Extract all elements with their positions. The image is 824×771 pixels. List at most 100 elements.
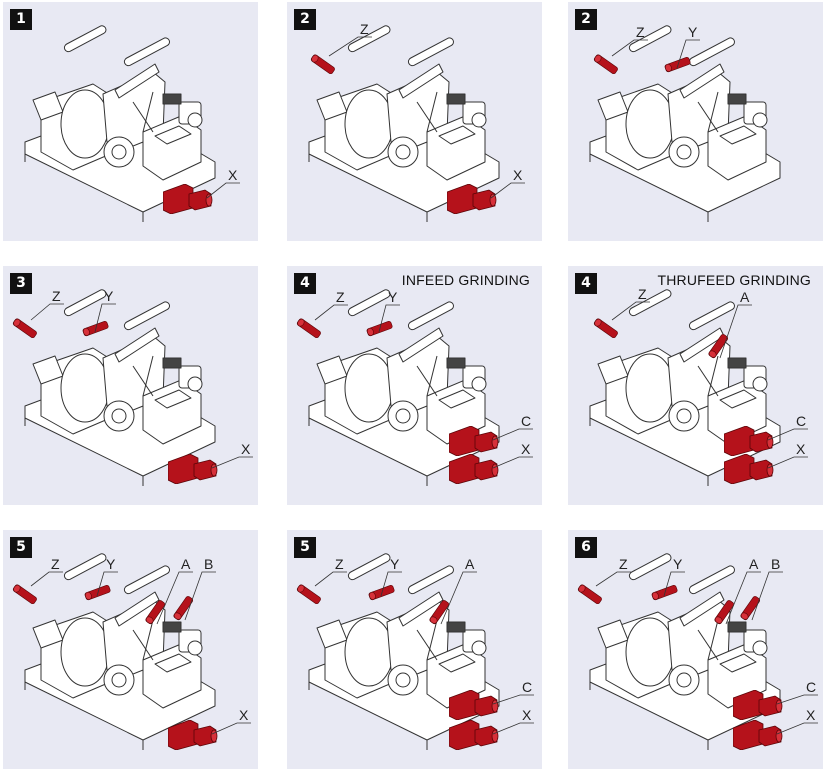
axis-label: X xyxy=(522,707,532,723)
leader-line xyxy=(490,182,525,199)
axis-label: Z xyxy=(360,21,369,37)
axis-z-component xyxy=(11,583,38,605)
axis-z-component xyxy=(309,53,336,75)
leader-line xyxy=(30,571,63,587)
leader-line xyxy=(611,39,648,57)
axis-label: B xyxy=(204,556,213,572)
axis-label: A xyxy=(749,556,759,572)
axis-label: X xyxy=(806,707,816,723)
axis-label: X xyxy=(796,441,806,457)
axis-label: B xyxy=(771,556,780,572)
axis-z-component xyxy=(592,317,619,339)
axis-label: C xyxy=(521,413,531,429)
axis-label: Y xyxy=(106,556,116,572)
machine-illustration: Z Y A CX xyxy=(295,551,534,751)
step-number-badge: 3 xyxy=(10,273,32,294)
axis-label: A xyxy=(740,289,750,305)
machine-illustration: Z Y X xyxy=(11,287,253,487)
leader-line xyxy=(96,571,118,597)
leader-line xyxy=(440,571,477,625)
step-number-badge: 2 xyxy=(294,9,316,30)
leader-line xyxy=(314,571,347,587)
axis-label: X xyxy=(241,441,251,457)
leader-line xyxy=(492,722,534,735)
leader-line xyxy=(776,694,818,705)
axis-label: X xyxy=(513,167,523,183)
axis-z-component xyxy=(576,583,603,605)
axis-label: Z xyxy=(335,556,344,572)
axis-b-component xyxy=(172,595,194,622)
panel-title: THRUFEED GRINDING xyxy=(657,272,811,288)
leader-line xyxy=(492,428,533,441)
leader-line xyxy=(676,39,700,69)
axis-label: Z xyxy=(52,288,61,304)
leader-line xyxy=(94,303,116,333)
axis-y-component xyxy=(83,584,112,601)
leader-line xyxy=(725,571,761,625)
leader-line xyxy=(719,304,752,359)
step-number-badge: 4 xyxy=(575,273,597,294)
leader-line xyxy=(156,571,193,625)
axis-z-component xyxy=(11,317,38,339)
leader-line xyxy=(314,304,348,321)
axis-label: Y xyxy=(388,289,398,305)
step-number-badge: 5 xyxy=(294,537,316,558)
leader-line xyxy=(767,428,808,441)
leader-line xyxy=(30,303,64,321)
leader-line xyxy=(380,571,402,597)
leader-line xyxy=(206,182,240,199)
leader-line xyxy=(211,722,251,735)
axis-label: C xyxy=(806,679,816,695)
step-number-badge: 4 xyxy=(294,273,316,294)
axis-label: A xyxy=(181,556,191,572)
step-panel: Z Y X 3 xyxy=(3,266,258,505)
leader-line xyxy=(767,456,808,469)
axis-z-component xyxy=(592,53,619,75)
axis-label: Y xyxy=(390,556,400,572)
leader-line xyxy=(492,456,533,469)
axis-label: Z xyxy=(619,556,628,572)
step-number-badge: 2 xyxy=(575,9,597,30)
axis-z-component xyxy=(295,583,322,605)
axis-label: Z xyxy=(336,289,345,305)
step-number-badge: 5 xyxy=(10,537,32,558)
leader-line xyxy=(211,456,253,469)
axis-label: Y xyxy=(673,556,683,572)
leader-line xyxy=(595,571,631,587)
axis-y-component xyxy=(367,584,396,601)
axis-label: Y xyxy=(688,24,698,40)
leader-line xyxy=(492,694,534,705)
leader-line xyxy=(663,571,685,597)
axis-label: X xyxy=(239,707,249,723)
leader-line xyxy=(776,722,818,735)
machine-illustration: ZX xyxy=(308,21,525,223)
axis-b-component xyxy=(739,595,761,622)
leader-line xyxy=(611,301,650,321)
step-number-badge: 1 xyxy=(10,9,32,30)
machine-illustration: Z A CX xyxy=(589,286,808,487)
axis-label: X xyxy=(228,167,238,183)
grinding-machine-drawing xyxy=(24,551,216,751)
axis-label: Y xyxy=(104,288,114,304)
machine-illustration: Z Y CX xyxy=(295,287,533,487)
axis-label: Z xyxy=(636,24,645,40)
axis-label: C xyxy=(522,679,532,695)
axis-label: A xyxy=(465,556,475,572)
leader-line xyxy=(378,304,400,333)
axis-label: Z xyxy=(638,286,647,302)
panel-title: INFEED GRINDING xyxy=(401,272,530,288)
grinding-machine-drawing xyxy=(589,551,781,751)
axis-label: X xyxy=(521,441,531,457)
axis-label: C xyxy=(796,413,806,429)
axis-y-component xyxy=(650,584,679,601)
axis-y-component xyxy=(663,56,692,73)
